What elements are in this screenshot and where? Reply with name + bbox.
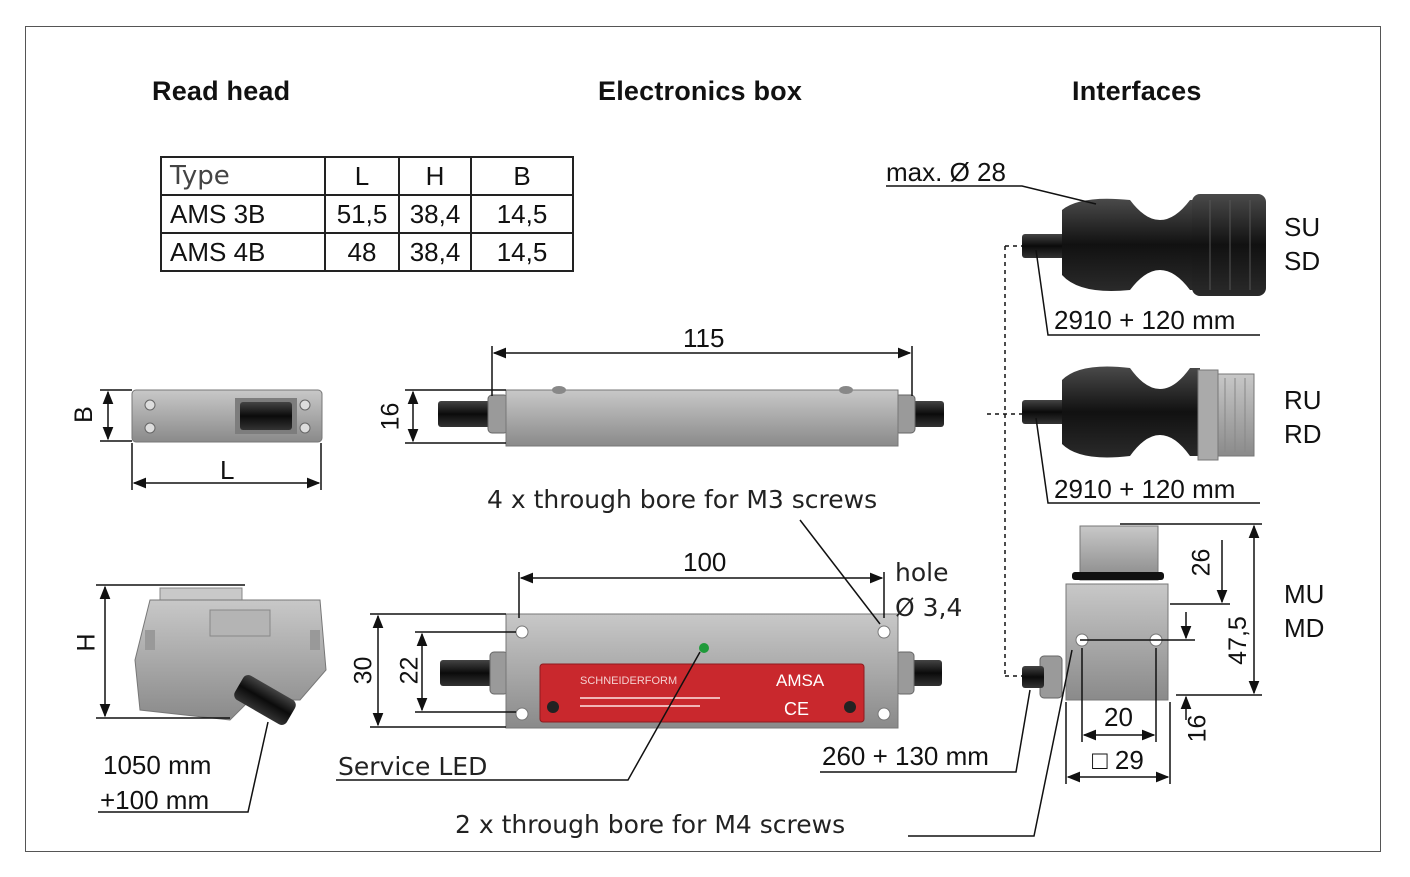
table-row: AMS 3B 51,5 38,4 14,5 — [160, 194, 574, 234]
variant-mu: MU — [1284, 579, 1325, 609]
hole-label: hole — [895, 558, 949, 587]
table-header-h: H — [398, 156, 472, 196]
table-row: AMS 4B 48 38,4 14,5 — [160, 232, 574, 272]
table-cell-h: 38,4 — [398, 232, 472, 272]
dim-label-100: 100 — [683, 547, 727, 577]
read-head-top-view — [131, 389, 323, 443]
variant-md: MD — [1284, 613, 1325, 643]
connector-ru-rd — [1022, 366, 1255, 461]
dim-label-square-29: □ 29 — [1092, 745, 1144, 775]
bore-m3-note: 4 x through bore for M3 screws — [487, 485, 878, 514]
connector-su-sd — [1022, 194, 1266, 296]
table-cell-l: 51,5 — [324, 194, 400, 234]
table-header-b: B — [470, 156, 574, 196]
dim-label-16: 16 — [376, 402, 405, 431]
dim-label-16-mu: 16 — [1183, 714, 1212, 743]
read-head-top-dimensions — [100, 389, 322, 490]
cable-length-line1: 1050 mm — [103, 750, 212, 780]
service-led-icon — [699, 643, 709, 653]
drawing-frame — [25, 26, 1381, 852]
dim-label-22: 22 — [395, 656, 424, 685]
variant-ru: RU — [1284, 385, 1322, 415]
ce-mark: CE — [784, 699, 810, 719]
table-header-l: L — [324, 156, 400, 196]
electronics-box-top-view — [438, 386, 944, 447]
read-head-side-dimensions — [96, 584, 269, 813]
dim-label-26: 26 — [1187, 548, 1216, 577]
heading-read-head: Read head — [152, 76, 291, 106]
table-header-row: Type L H B — [160, 156, 574, 196]
variant-sd: SD — [1284, 246, 1321, 276]
product-label-plate — [539, 663, 865, 723]
dim-label-115: 115 — [683, 323, 725, 353]
table-cell-h: 38,4 — [398, 194, 472, 234]
cable-length-mu: 260 + 130 mm — [822, 741, 989, 771]
table-cell-l: 48 — [324, 232, 400, 272]
hole-diameter-label: Ø 3,4 — [895, 593, 963, 622]
bore-m4-note: 2 x through bore for M4 screws — [455, 810, 846, 839]
table-cell-b: 14,5 — [470, 194, 574, 234]
dim-label-30: 30 — [349, 656, 378, 685]
label-model-text: AMSA — [776, 671, 825, 690]
interfaces-dimensions — [820, 185, 1262, 837]
read-head-side-view — [134, 587, 327, 725]
table-cell-type: AMS 3B — [160, 194, 326, 234]
cable-length-su: 2910 + 120 mm — [1054, 305, 1236, 335]
dim-label-l: L — [220, 455, 235, 485]
electronics-box-front-view — [440, 613, 942, 729]
cable-length-ru: 2910 + 120 mm — [1054, 474, 1236, 504]
dim-label-47-5: 47,5 — [1223, 616, 1252, 665]
dim-label-h: H — [72, 633, 101, 652]
dimensions-table: Type L H B AMS 3B 51,5 38,4 14,5 AMS 4B … — [160, 156, 574, 272]
dim-label-20: 20 — [1104, 702, 1133, 732]
table-cell-type: AMS 4B — [160, 232, 326, 272]
label-brand-text: SCHNEIDERFORM — [580, 675, 678, 687]
heading-interfaces: Interfaces — [1072, 76, 1202, 106]
service-led-label: Service LED — [338, 752, 488, 781]
variant-su: SU — [1284, 212, 1321, 242]
table-header-type: Type — [160, 156, 326, 196]
dim-label-b: B — [69, 406, 98, 423]
heading-electronics-box: Electronics box — [598, 76, 803, 106]
max-diameter-label: max. Ø 28 — [886, 157, 1006, 187]
electronics-box-front-dimensions — [336, 519, 885, 781]
table-cell-b: 14,5 — [470, 232, 574, 272]
cable-length-line2: +100 mm — [100, 785, 210, 815]
connector-mu-md — [1022, 525, 1169, 701]
variant-rd: RD — [1284, 419, 1322, 449]
electronics-box-top-dimensions — [405, 346, 913, 444]
